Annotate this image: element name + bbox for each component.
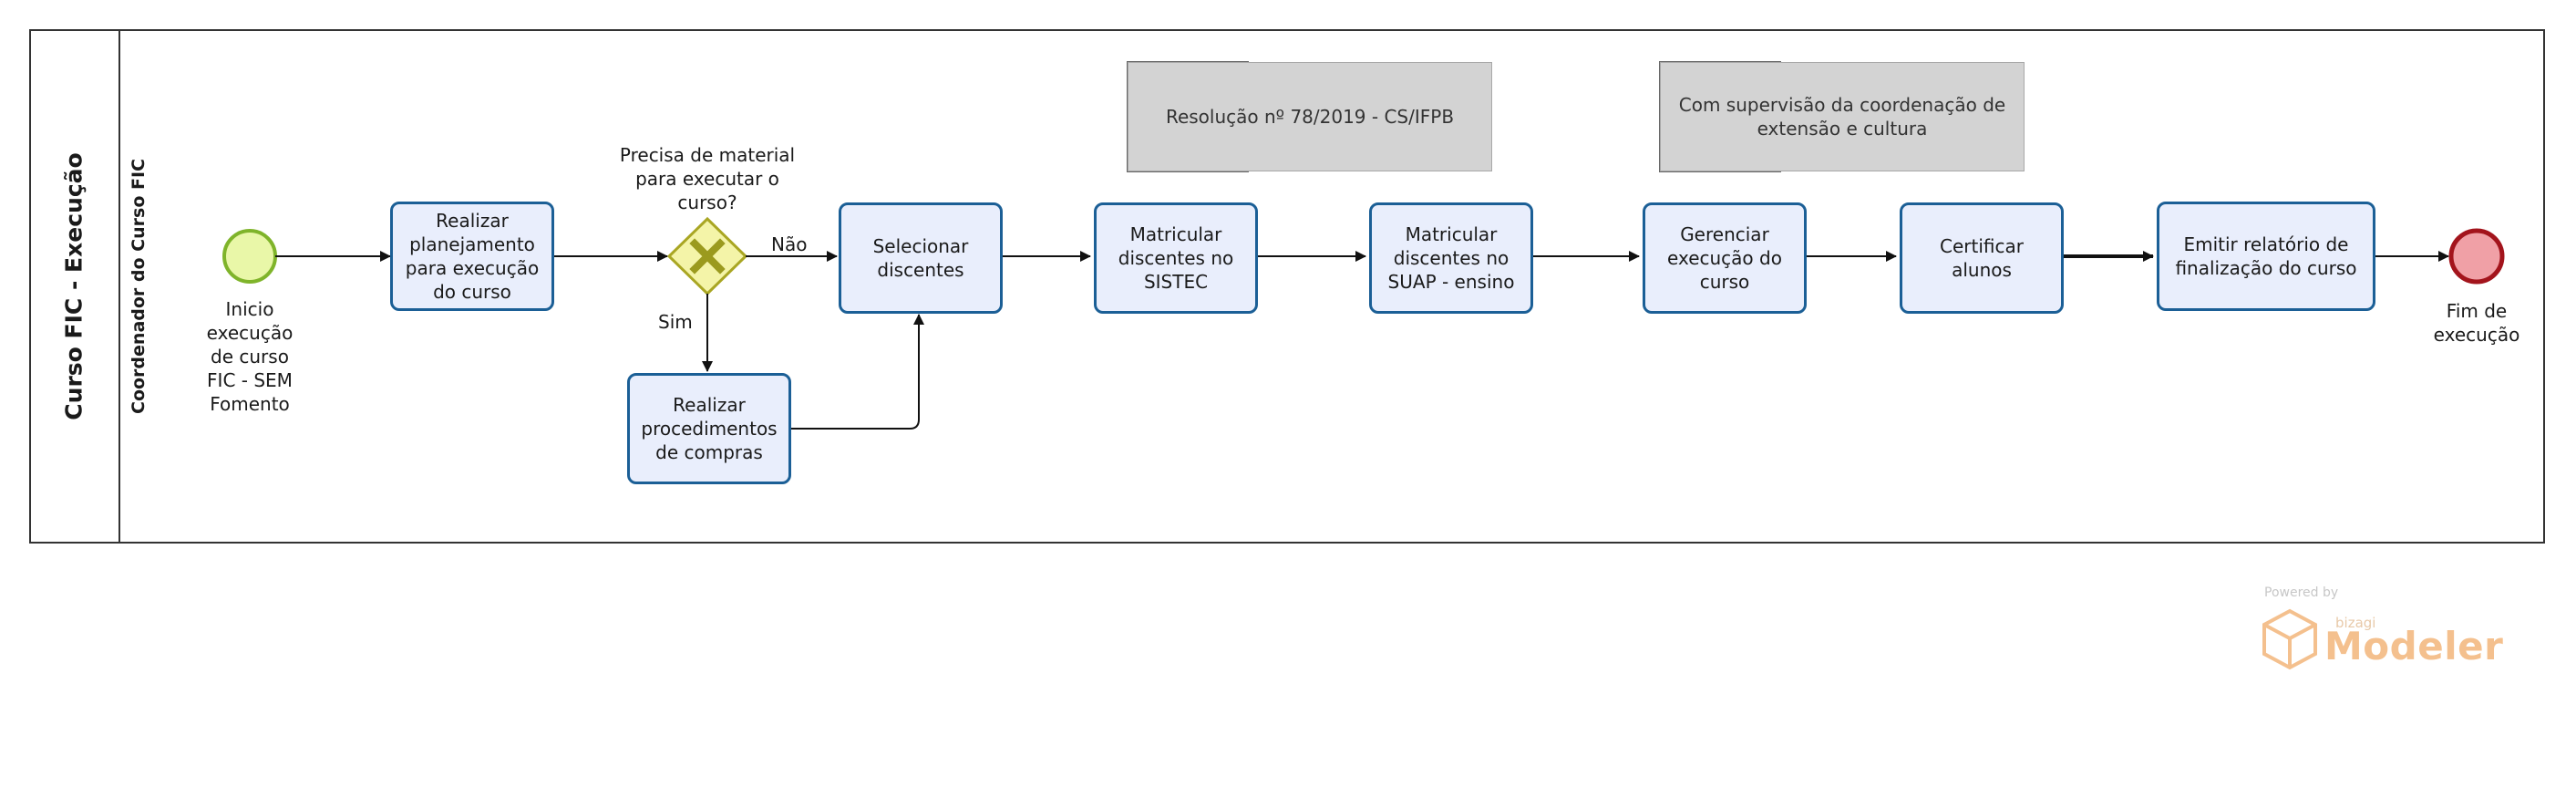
modeler-brand-text: Modeler: [2324, 624, 2504, 668]
task-label: Certificar alunos: [1940, 235, 2024, 281]
start-event-label: Inicio execução de curso FIC - SEM Fomen…: [206, 298, 294, 415]
task-matricular-sistec[interactable]: Matricular discentes no SISTEC: [1094, 202, 1258, 314]
end-event-label: Fim de execução: [2433, 300, 2520, 346]
powered-by-text: Powered by: [2264, 585, 2339, 600]
task-label: Gerenciar execução do curso: [1667, 223, 1782, 293]
annotation-supervisao-text: Com supervisão da coordenação de extensã…: [1678, 94, 2006, 140]
end-event-icon[interactable]: [2448, 228, 2505, 285]
flow-compras-selecionar: [791, 314, 924, 430]
task-realizar-procedimentos-compras[interactable]: Realizar procedimentos de compras: [627, 373, 791, 484]
task-label: Emitir relatório de finalização do curso: [2175, 233, 2357, 279]
task-certificar-alunos[interactable]: Certificar alunos: [1900, 202, 2064, 314]
annotation-supervisao: Com supervisão da coordenação de extensã…: [1660, 62, 2025, 171]
gateway-no-label: Não: [771, 233, 808, 255]
gateway-question: Precisa de material para executar o curs…: [619, 144, 796, 213]
task-label: Matricular discentes no SUAP - ensino: [1387, 223, 1515, 293]
start-event-icon[interactable]: [222, 229, 277, 284]
pool-header: Curso FIC - Execução: [29, 29, 120, 544]
annotation-resolucao: Resolução nº 78/2019 - CS/IFPB: [1128, 62, 1492, 171]
task-label: Selecionar discentes: [872, 235, 969, 281]
task-selecionar-discentes[interactable]: Selecionar discentes: [839, 202, 1003, 314]
task-matricular-suap[interactable]: Matricular discentes no SUAP - ensino: [1369, 202, 1533, 314]
task-label: Realizar planejamento para execução do c…: [405, 210, 540, 303]
gateway-yes-label: Sim: [658, 311, 693, 333]
bizagi-logo-icon: [2262, 608, 2317, 670]
task-realizar-planejamento[interactable]: Realizar planejamento para execução do c…: [390, 202, 554, 311]
sequence-flows: [275, 251, 2449, 430]
bizagi-brand-text: bizagi: [2335, 615, 2376, 631]
pool-frame: [29, 29, 2545, 544]
task-label: Matricular discentes no SISTEC: [1118, 223, 1234, 293]
task-emitir-relatorio[interactable]: Emitir relatório de finalização do curso: [2157, 202, 2375, 311]
task-label: Realizar procedimentos de compras: [641, 394, 778, 463]
exclusive-gateway-icon[interactable]: [666, 216, 748, 296]
task-gerenciar-execucao[interactable]: Gerenciar execução do curso: [1643, 202, 1807, 314]
